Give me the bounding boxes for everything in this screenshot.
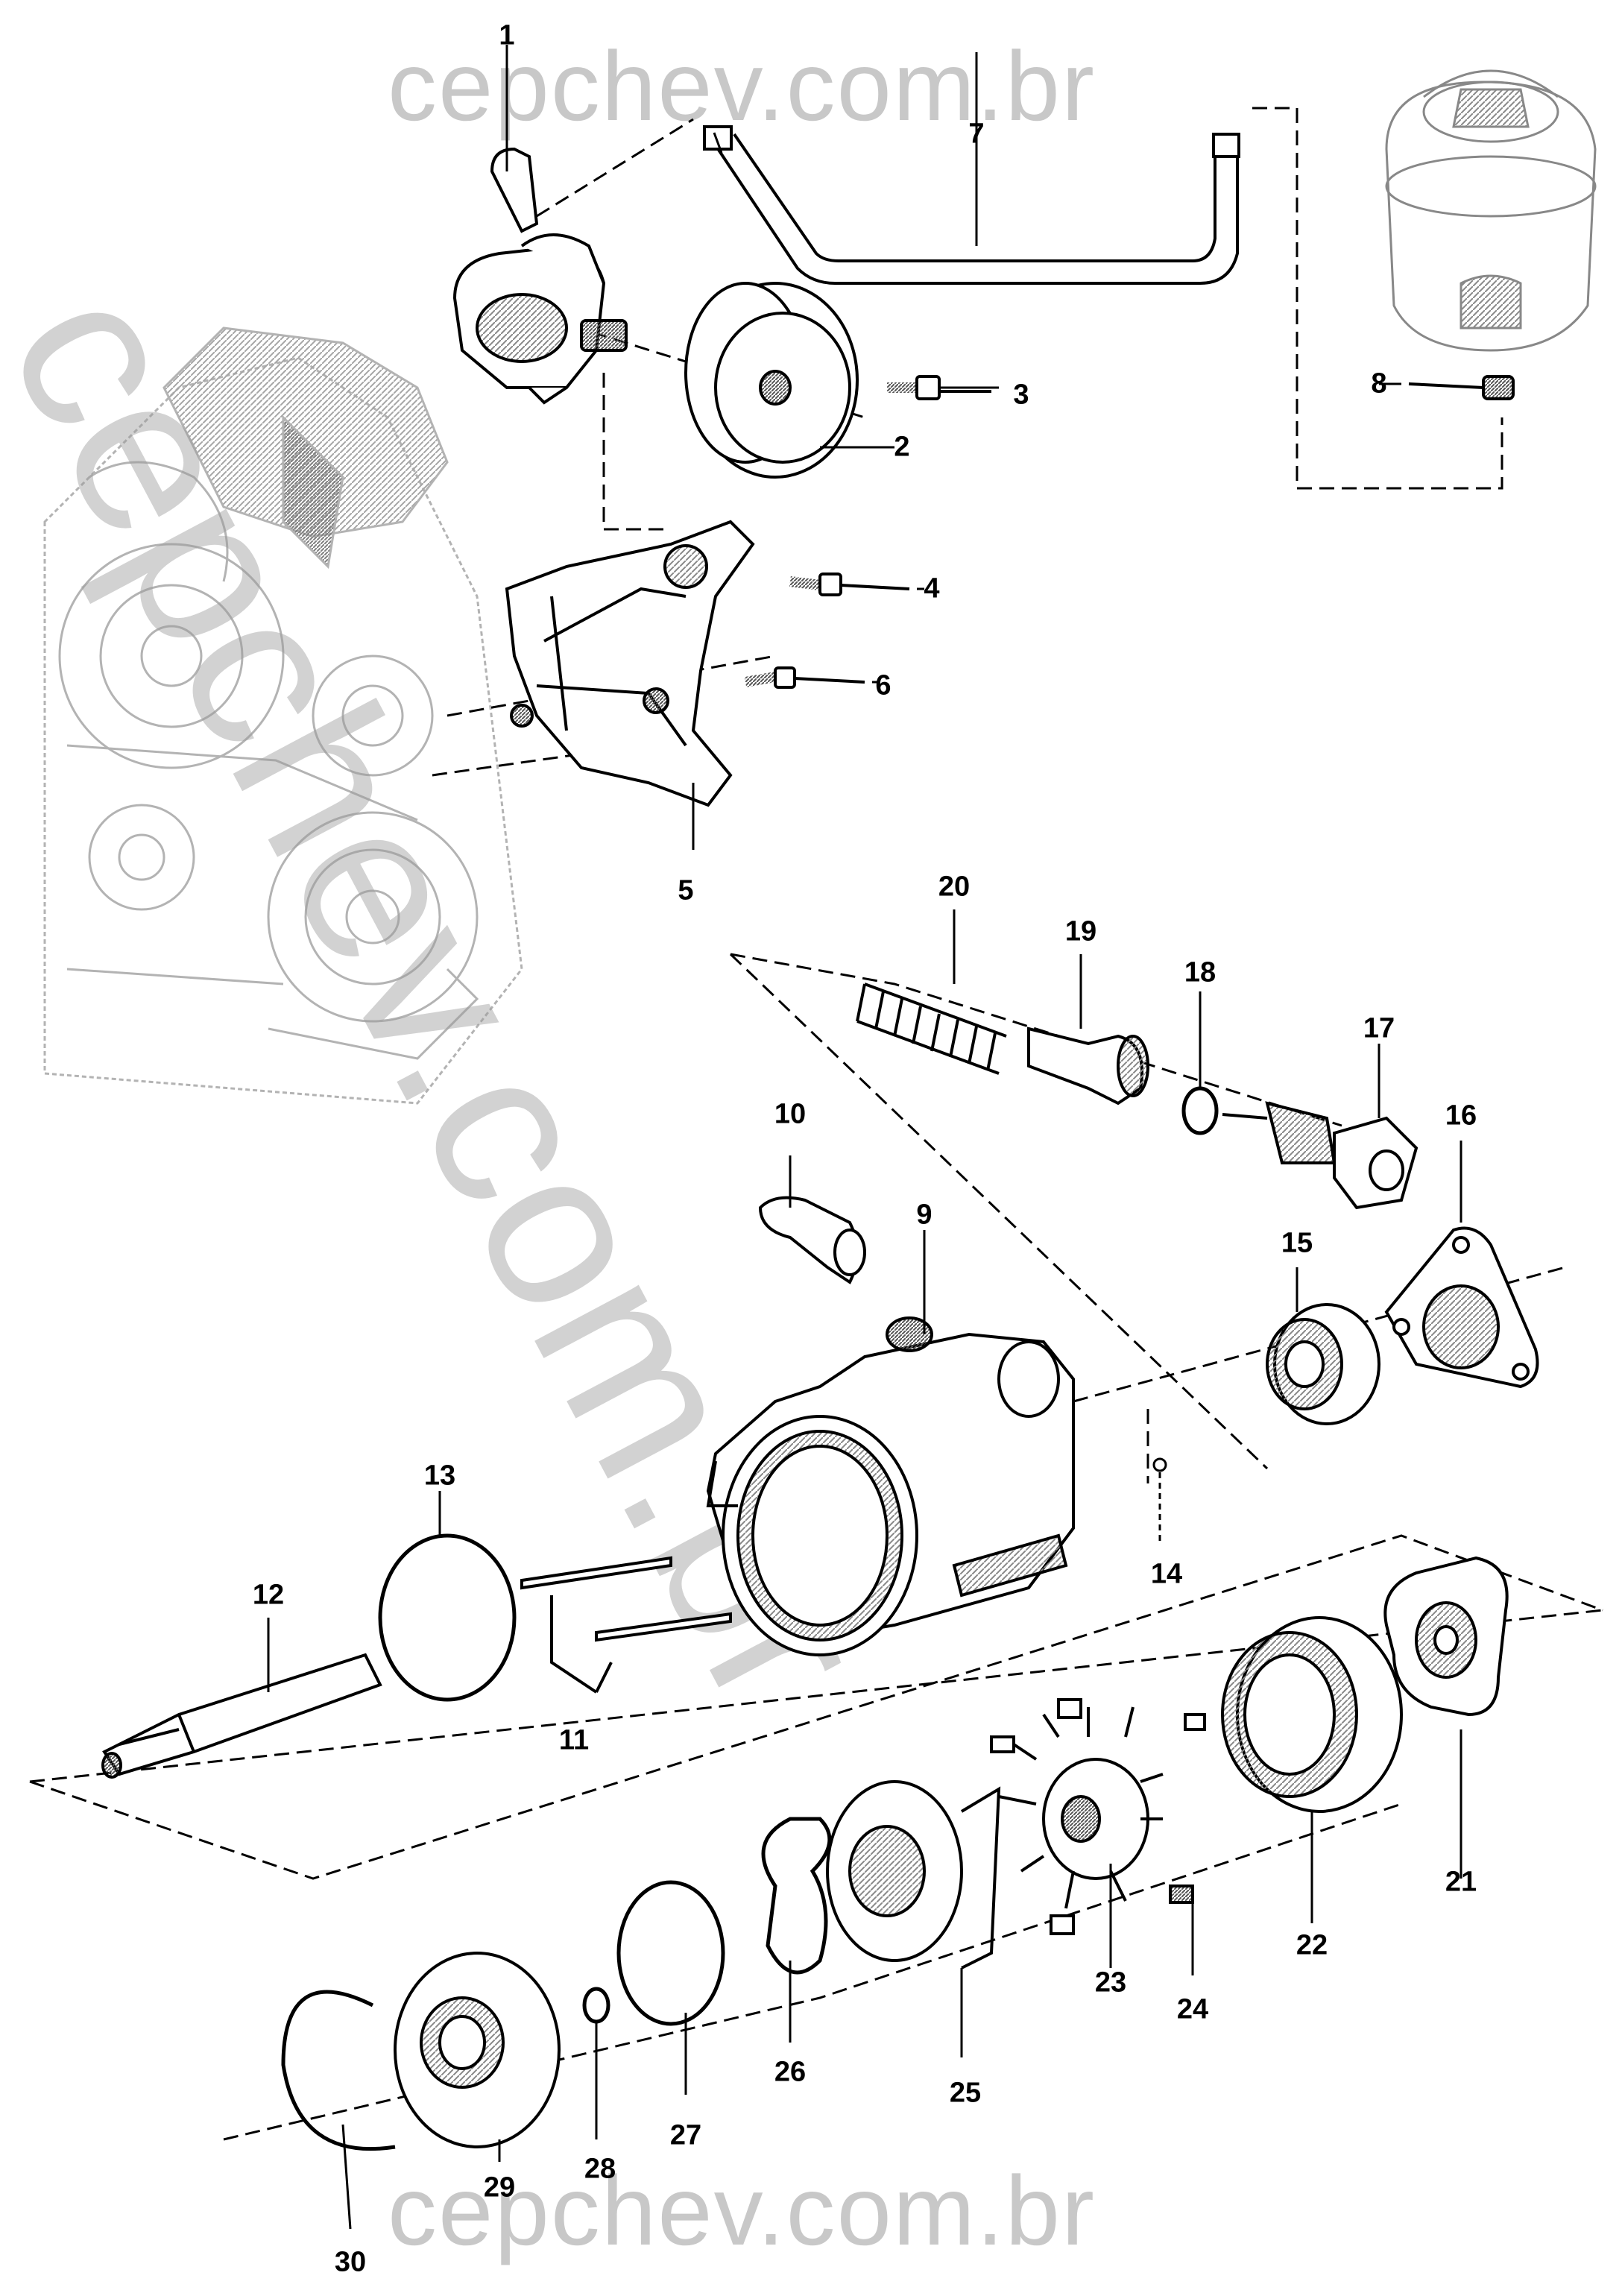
callout-26: 26 [774, 2056, 807, 2088]
part-14-pin [1152, 1457, 1167, 1543]
watermark-bottom: cepchev.com.br [388, 2156, 1096, 2265]
part-24-vane [1169, 1885, 1194, 1904]
callout-1: 1 [499, 19, 515, 51]
callout-5: 5 [678, 874, 694, 906]
part-21-plate [1383, 1556, 1509, 1717]
callout-2: 2 [894, 431, 910, 463]
fluid-reservoir [1385, 69, 1597, 352]
callout-17: 17 [1363, 1012, 1395, 1044]
part-6-bolt [744, 666, 865, 689]
callout-28: 28 [584, 2153, 616, 2185]
part-27-o-ring [616, 1880, 725, 2026]
callout-20: 20 [938, 871, 971, 903]
part-26-spring [761, 1817, 832, 1975]
callout-21: 21 [1445, 1866, 1477, 1898]
callout-9: 9 [916, 1199, 933, 1231]
callout-25: 25 [949, 2077, 982, 2109]
callout-29: 29 [483, 2172, 516, 2204]
part-10-banjo [758, 1196, 866, 1284]
callout-23: 23 [1094, 1967, 1127, 1999]
callout-22: 22 [1296, 1929, 1328, 1961]
callout-27: 27 [669, 2119, 702, 2151]
part-4-bolt [789, 573, 910, 596]
part-12-shaft [101, 1653, 382, 1779]
callout-3: 3 [1013, 379, 1029, 411]
callout-12: 12 [252, 1579, 285, 1611]
callout-7: 7 [968, 118, 985, 150]
part-28-o-ring [582, 1987, 610, 2024]
part-13-snap-ring [378, 1533, 517, 1702]
part-29-end-cover [394, 1952, 561, 2148]
callout-18: 18 [1184, 956, 1216, 988]
callout-14: 14 [1150, 1558, 1183, 1590]
callout-30: 30 [334, 2246, 367, 2278]
callout-16: 16 [1445, 1100, 1477, 1132]
part-1-pump-assembly [452, 147, 628, 405]
part-18-o-ring [1181, 1086, 1219, 1135]
part-17-fitting [1222, 1101, 1419, 1210]
callout-6: 6 [875, 669, 892, 701]
part-16-flange [1384, 1226, 1539, 1389]
part-23-rotor [990, 1698, 1206, 1935]
part-30-retaining-ring [281, 1990, 396, 2151]
engine-background-sketch [43, 327, 523, 1105]
part-25-pressure-plate [826, 1780, 1001, 1969]
part-11-dowel-pins [520, 1556, 732, 1694]
part-19-valve [1027, 1026, 1149, 1106]
callout-24: 24 [1176, 1993, 1209, 2025]
part-2-pulley [684, 282, 859, 479]
callout-15: 15 [1281, 1227, 1313, 1259]
callout-13: 13 [423, 1460, 456, 1492]
callout-11: 11 [558, 1724, 590, 1756]
callout-4: 4 [924, 573, 940, 605]
callout-8: 8 [1371, 368, 1387, 400]
part-20-spring [856, 983, 1007, 1075]
callout-leader-lines [267, 45, 1462, 2230]
part-8-fitting [1408, 375, 1515, 400]
part-15-seal [1266, 1303, 1380, 1425]
callout-19: 19 [1064, 915, 1097, 947]
part-7-hose [703, 125, 1240, 285]
part-22-cam-ring [1221, 1616, 1403, 1813]
part-5-bracket [505, 520, 755, 807]
part-3-bolt [887, 375, 991, 400]
part-9-pump-housing [706, 1316, 1075, 1656]
callout-10: 10 [774, 1098, 807, 1130]
